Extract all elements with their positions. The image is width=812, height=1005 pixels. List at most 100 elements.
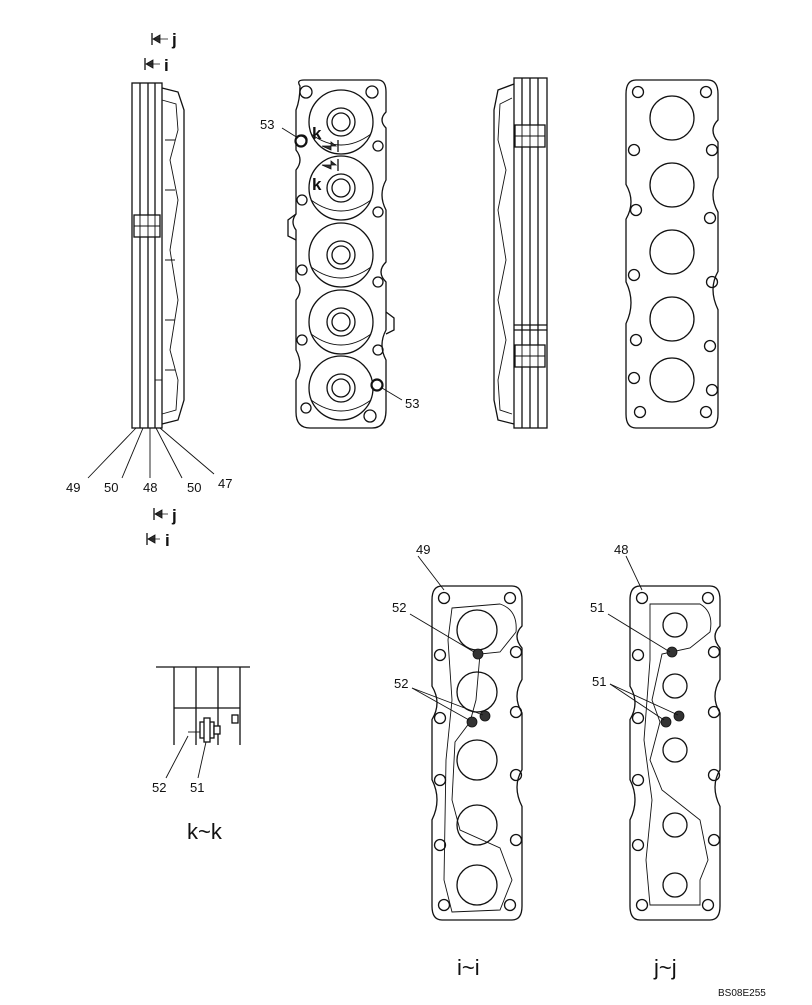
channel-path bbox=[443, 603, 517, 913]
side-view-leaders bbox=[87, 427, 215, 479]
svg-text:i: i bbox=[164, 56, 169, 75]
cylinder-4 bbox=[308, 289, 374, 355]
port-hole-3 bbox=[662, 737, 688, 763]
callout-51-section-kk: 51 bbox=[190, 780, 204, 795]
bolt-hole-11 bbox=[635, 898, 649, 912]
callout-53-upper: 53 bbox=[260, 117, 274, 132]
bolt-hole-7 bbox=[627, 268, 641, 282]
view-title-kk: k~k bbox=[187, 819, 223, 844]
bolt-hole-3 bbox=[433, 648, 447, 662]
cylinder-core-3 bbox=[331, 245, 351, 265]
plug-51-upper bbox=[666, 646, 678, 658]
cylinder-1 bbox=[308, 89, 374, 155]
plate-outline bbox=[431, 585, 523, 921]
port-hole-2 bbox=[649, 162, 695, 208]
bolt-hole-10 bbox=[509, 833, 523, 847]
port-hole-5 bbox=[649, 357, 695, 403]
section-marker-i-top: i bbox=[144, 56, 169, 75]
callout-48-side: 48 bbox=[143, 480, 157, 495]
channel-path bbox=[643, 603, 712, 906]
bolt-hole-7 bbox=[631, 773, 645, 787]
plate-outline bbox=[625, 79, 719, 429]
view-title-jj: j~j bbox=[653, 955, 677, 980]
cylinder-5 bbox=[308, 355, 374, 421]
bolt-hole-12 bbox=[503, 898, 517, 912]
callout-47-side: 47 bbox=[218, 476, 232, 491]
bolt-hole-9 bbox=[433, 838, 447, 852]
bolt-hole-6 bbox=[703, 211, 717, 225]
port-hole-1 bbox=[649, 95, 695, 141]
svg-text:j: j bbox=[171, 506, 177, 525]
cylinder-bore-5 bbox=[326, 373, 356, 403]
bolt-hole-5 bbox=[433, 711, 447, 725]
cylinder-shadow-3 bbox=[310, 266, 372, 279]
bolt-hole-4 bbox=[509, 645, 523, 659]
bolt-hole-12 bbox=[699, 405, 713, 419]
bolt-hole-9 bbox=[631, 838, 645, 852]
bolt-hole-1 bbox=[437, 591, 451, 605]
bolt-hole-14 bbox=[705, 383, 719, 397]
cylinder-core-2 bbox=[331, 178, 351, 198]
port-hole-5 bbox=[456, 864, 498, 906]
plug-52-upper bbox=[472, 648, 484, 660]
bolt-hole-6 bbox=[707, 705, 721, 719]
bolt-hole-3 bbox=[627, 143, 641, 157]
cylinder-shadow-2 bbox=[310, 199, 372, 212]
callout-52-section-ii-lower: 52 bbox=[394, 676, 408, 691]
port-hole-3 bbox=[456, 739, 498, 781]
callout-51-section-jj-upper: 51 bbox=[590, 600, 604, 615]
svg-text:j: j bbox=[171, 30, 177, 49]
callout-52-section-ii-upper: 52 bbox=[392, 600, 406, 615]
bolt-hole-6 bbox=[509, 705, 523, 719]
port-hole-4 bbox=[456, 804, 498, 846]
port-hole-2 bbox=[456, 671, 498, 713]
cylinder-bore-3 bbox=[326, 240, 356, 270]
callout-50-side-right: 50 bbox=[187, 480, 201, 495]
cylinder-shadow-5 bbox=[310, 399, 372, 412]
port-hole-2 bbox=[662, 673, 688, 699]
callout-53-lower: 53 bbox=[405, 396, 419, 411]
callout-49-section-ii: 49 bbox=[416, 542, 430, 557]
section-marker-k-lower: k bbox=[312, 159, 339, 194]
bolt-hole-2 bbox=[701, 591, 715, 605]
callout-52-section-kk: 52 bbox=[152, 780, 166, 795]
bolt-hole-12 bbox=[701, 898, 715, 912]
cylinder-shadow-4 bbox=[310, 333, 372, 346]
bolt-hole-11 bbox=[633, 405, 647, 419]
oring-53-upper bbox=[294, 134, 308, 148]
cylinder-2 bbox=[308, 155, 374, 221]
port-hole-4 bbox=[662, 812, 688, 838]
cylinder-bore-2 bbox=[326, 173, 356, 203]
cylinder-core-5 bbox=[331, 378, 351, 398]
section-view-kk-detail bbox=[156, 666, 250, 745]
callout-51-section-jj-lower: 51 bbox=[592, 674, 606, 689]
bolt-hole-3 bbox=[631, 648, 645, 662]
svg-text:i: i bbox=[165, 531, 170, 550]
plate-outline bbox=[629, 585, 721, 921]
port-hole-1 bbox=[662, 612, 688, 638]
section-view-ii-plate bbox=[431, 585, 523, 921]
bolt-hole-2 bbox=[699, 85, 713, 99]
callout-50-side-left: 50 bbox=[104, 480, 118, 495]
plug-52-right bbox=[479, 710, 491, 722]
cylinder-shadow-1 bbox=[310, 133, 372, 146]
bolt-hole-8 bbox=[509, 768, 523, 782]
section-marker-j-bottom: j bbox=[153, 506, 177, 525]
drawing-code: BS08E255 bbox=[718, 988, 766, 999]
bolt-hole-10 bbox=[707, 833, 721, 847]
cylinder-3 bbox=[308, 222, 374, 288]
bolt-hole-11 bbox=[437, 898, 451, 912]
bolt-hole-1 bbox=[635, 591, 649, 605]
plug-52-left bbox=[466, 716, 478, 728]
section-marker-j-top: j bbox=[151, 30, 177, 49]
section-view-jj-plate bbox=[629, 585, 721, 921]
port-hole-4 bbox=[649, 296, 695, 342]
side-view-stack-right bbox=[493, 77, 548, 429]
bolt-hole-1 bbox=[631, 85, 645, 99]
port-hole-3 bbox=[649, 229, 695, 275]
view-title-ii: i~i bbox=[457, 955, 480, 980]
bolt-hole-9 bbox=[629, 333, 643, 347]
oring-53-lower bbox=[370, 378, 384, 392]
port-hole-5 bbox=[662, 872, 688, 898]
